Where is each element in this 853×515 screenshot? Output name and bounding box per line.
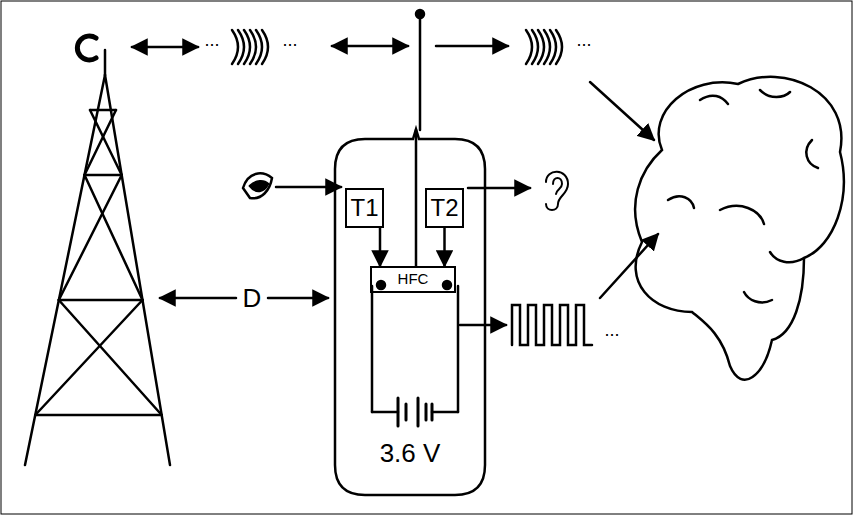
arrow (276, 186, 341, 189)
arrow (600, 234, 658, 298)
battery-circuit (372, 130, 458, 426)
transducer-box: T2 (425, 188, 464, 228)
distance-label: D (243, 285, 262, 311)
node-text: T2 (430, 195, 458, 221)
signal-arrow (379, 228, 382, 266)
node-text: 3.6 V (333, 439, 487, 468)
arrow (590, 82, 654, 140)
double-arrow (332, 45, 408, 48)
ellipsis: ... (576, 31, 591, 49)
arrow (460, 324, 506, 327)
radio-waves (232, 30, 268, 64)
arrow (468, 187, 530, 190)
square-wave (512, 305, 592, 345)
brain-icon (635, 77, 844, 380)
radio-waves (526, 30, 562, 64)
node-text: T1 (350, 195, 378, 221)
mouth-icon (243, 173, 272, 198)
arrow (160, 297, 236, 300)
arrow (268, 297, 328, 300)
phone-body: 3.6 V T1 T2HFC (333, 137, 487, 497)
ellipsis: ... (282, 31, 297, 49)
ellipsis: ... (604, 321, 619, 339)
signal-arrow (443, 228, 446, 266)
ear-icon (546, 172, 568, 210)
hfc-box: HFC (370, 266, 456, 293)
ellipsis: ... (204, 31, 219, 49)
arrow (436, 45, 508, 48)
double-arrow (132, 46, 198, 49)
radio-tower (25, 36, 170, 465)
transducer-box: T1 (345, 188, 384, 228)
node-text: HFC (398, 271, 429, 288)
antenna (416, 10, 424, 130)
